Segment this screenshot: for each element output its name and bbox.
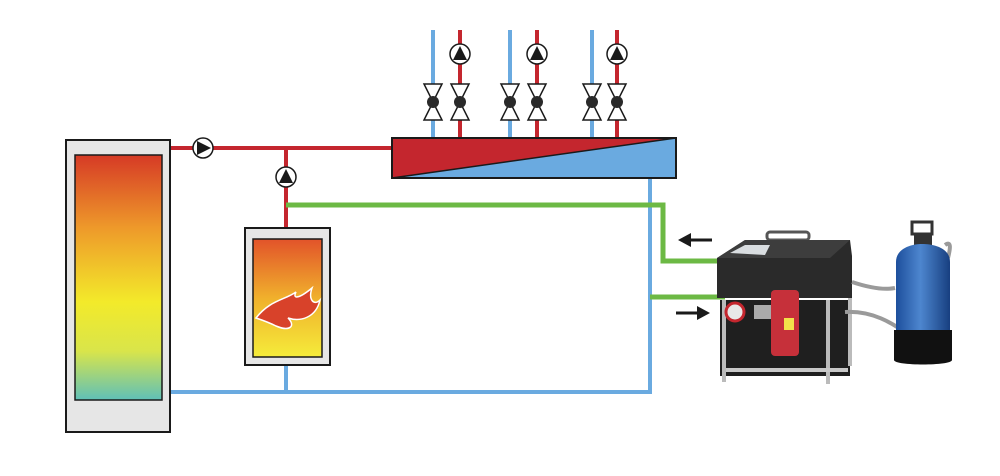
pump-icon [275, 166, 297, 188]
pump-icon [526, 43, 548, 65]
valve-icon [606, 83, 628, 121]
pump-icon [606, 43, 628, 65]
softener-tank [894, 220, 952, 365]
valve-icon [499, 83, 521, 121]
supply-pipes [170, 30, 619, 228]
pump-icon [192, 137, 214, 159]
valve-icon [449, 83, 471, 121]
boiler [244, 227, 331, 366]
valve-icon [526, 83, 548, 121]
arrow-left-icon [678, 233, 712, 247]
flame-icon [254, 285, 322, 330]
distribution-manifold [391, 137, 677, 179]
pump-icon [449, 43, 471, 65]
valve-icon [581, 83, 603, 121]
return-pipes [170, 30, 652, 394]
flushing-unit [717, 230, 852, 384]
flush-hoses [286, 202, 725, 300]
arrow-right-icon [676, 306, 710, 320]
valve-icon [422, 83, 444, 121]
buffer-tank [65, 139, 171, 433]
